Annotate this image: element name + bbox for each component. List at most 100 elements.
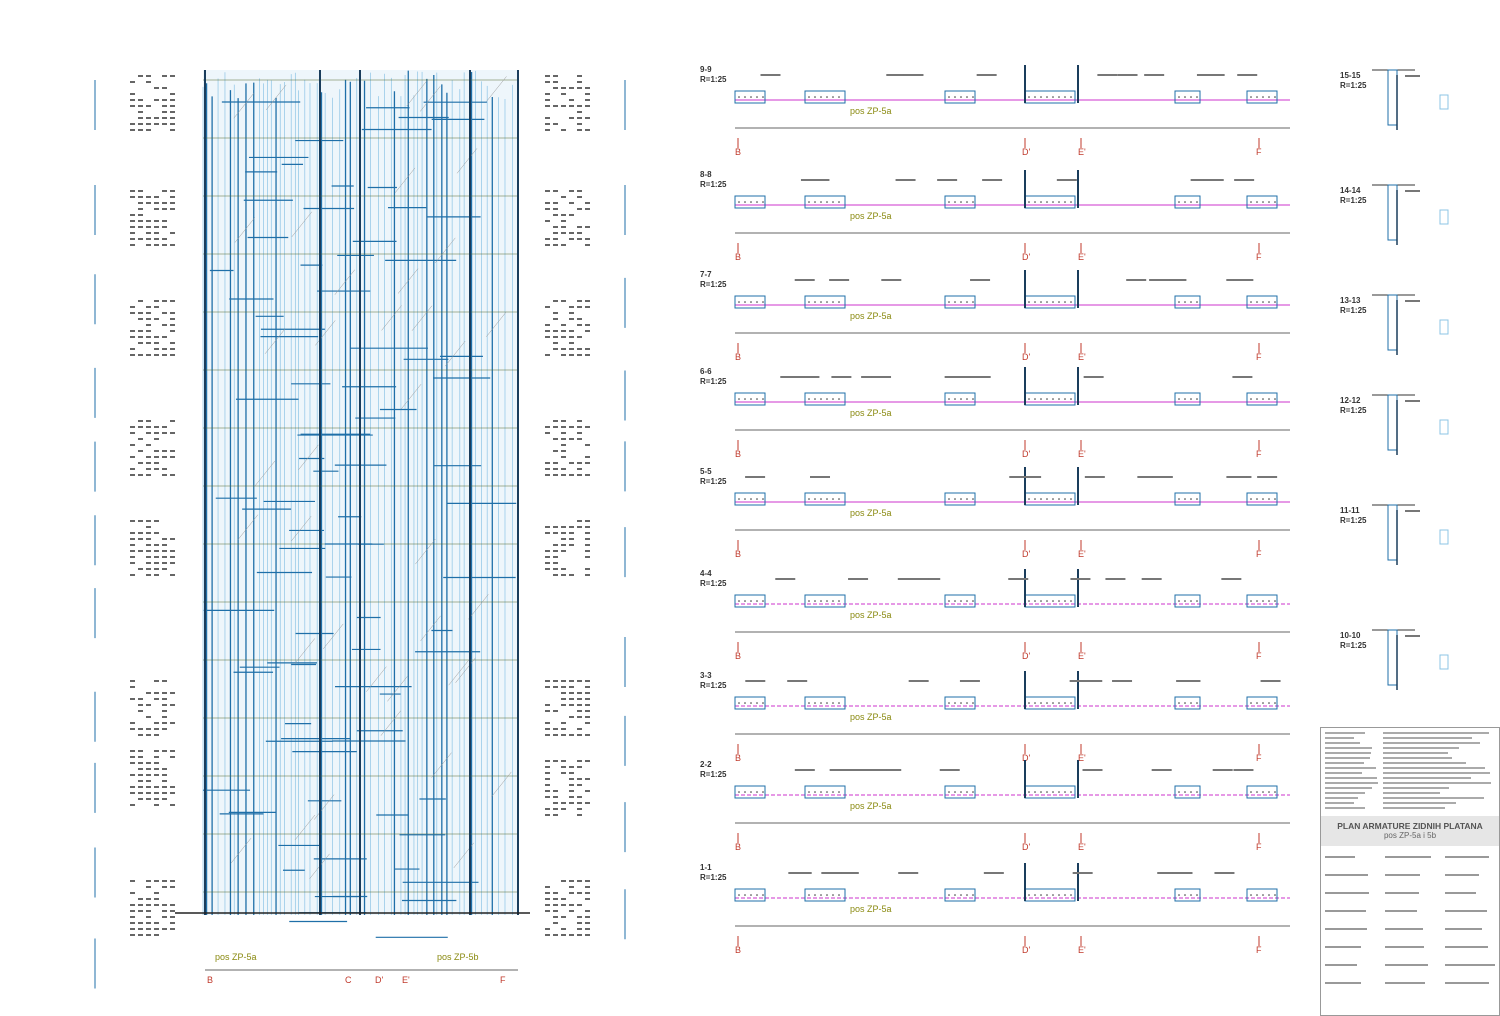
schedule-cell <box>170 342 175 344</box>
schedule-cell <box>170 117 175 119</box>
schedule-cell <box>585 680 590 682</box>
schedule-cell <box>162 928 167 930</box>
schedule-cell <box>138 330 143 332</box>
rebar-dot <box>1262 301 1264 303</box>
schedule-cell <box>154 462 159 464</box>
rebar-dot <box>960 498 962 500</box>
axis-label: F <box>1256 753 1262 763</box>
title-block-field <box>1325 856 1356 858</box>
note-line <box>1325 772 1363 774</box>
wall-section <box>1387 294 1398 351</box>
schedule-cell <box>561 934 566 936</box>
schedule-cell <box>130 892 135 894</box>
schedule-cell <box>170 928 175 930</box>
rebar-dot <box>838 702 840 704</box>
bar-note <box>982 179 1003 181</box>
schedule-cell <box>130 934 135 936</box>
schedule-cell <box>577 190 582 192</box>
rebar-dot <box>1256 702 1258 704</box>
detail-scale: R=1:25 <box>1340 406 1367 415</box>
schedule-cell <box>154 123 159 125</box>
bar-note <box>821 872 842 874</box>
rebar-dot <box>1052 398 1054 400</box>
schedule-cell <box>577 300 582 302</box>
rebar-dot <box>1070 702 1072 704</box>
rebar-dot <box>808 398 810 400</box>
rebar-dot <box>814 301 816 303</box>
rebar-dot <box>1268 600 1270 602</box>
schedule-cell <box>585 300 590 302</box>
rebar-dot <box>756 201 758 203</box>
schedule-cell <box>577 814 582 816</box>
detail-12-12: 12-12R=1:25 <box>1340 394 1449 455</box>
schedule-cell <box>585 354 590 356</box>
schedule-cell <box>146 456 151 458</box>
schedule-cell <box>162 324 167 326</box>
schedule-cell <box>553 574 558 576</box>
wall-section <box>1387 504 1398 561</box>
schedule-cell <box>154 698 159 700</box>
rebar-dot <box>738 201 740 203</box>
schedule-cell <box>585 330 590 332</box>
schedule-cell <box>170 756 175 758</box>
schedule-cell <box>154 336 159 338</box>
schedule-cell <box>569 692 574 694</box>
rebar-dot <box>832 791 834 793</box>
rebar-dot <box>954 96 956 98</box>
schedule-cell <box>577 81 582 83</box>
schedule-cell <box>138 226 143 228</box>
schedule-cell <box>553 426 558 428</box>
bar-note <box>1070 578 1091 580</box>
schedule-cell <box>130 99 135 101</box>
schedule-cell <box>138 550 143 552</box>
schedule-cell <box>162 910 167 912</box>
schedule-cell <box>146 716 151 718</box>
schedule-cell <box>561 87 566 89</box>
schedule-cell <box>138 728 143 730</box>
rebar-dot <box>1250 201 1252 203</box>
schedule-cell <box>585 544 590 546</box>
rebar-dot <box>1190 301 1192 303</box>
schedule-cell <box>553 438 558 440</box>
schedule-cell <box>146 426 151 428</box>
schedule-cell <box>162 226 167 228</box>
note-line <box>1383 807 1445 809</box>
rebar-dot <box>838 96 840 98</box>
confined-zone <box>1246 785 1278 799</box>
schedule-cell <box>569 342 574 344</box>
rebar-dot <box>1250 301 1252 303</box>
schedule-cell <box>561 808 566 810</box>
schedule-cell <box>585 568 590 570</box>
confined-zone <box>1174 195 1201 209</box>
rebar-dot <box>972 791 974 793</box>
schedule-cell <box>146 202 151 204</box>
rebar-dot <box>750 600 752 602</box>
schedule-cell <box>585 898 590 900</box>
title-block-field <box>1445 946 1489 948</box>
schedule-cell <box>130 520 135 522</box>
bar-note <box>800 179 821 181</box>
confined-zone <box>804 195 846 209</box>
schedule-cell <box>146 574 151 576</box>
bar-note <box>838 872 859 874</box>
schedule-cell <box>154 928 159 930</box>
rebar-dot <box>1190 600 1192 602</box>
schedule-cell <box>545 208 550 210</box>
bar-note <box>829 769 850 771</box>
rebar-dot <box>838 201 840 203</box>
schedule-cell <box>585 928 590 930</box>
stirrup-shape <box>1439 529 1449 545</box>
schedule-cell <box>545 550 550 552</box>
schedule-cell <box>577 710 582 712</box>
schedule-cell <box>553 556 558 558</box>
schedule-cell <box>162 123 167 125</box>
section-scale: R=1:25 <box>700 873 727 882</box>
rebar-dot <box>1064 702 1066 704</box>
schedule-cell <box>585 716 590 718</box>
schedule-cell <box>170 420 175 422</box>
detail-10-10: 10-10R=1:25 <box>1340 629 1449 690</box>
schedule-cell <box>545 680 550 682</box>
axis-label: B <box>735 352 741 362</box>
